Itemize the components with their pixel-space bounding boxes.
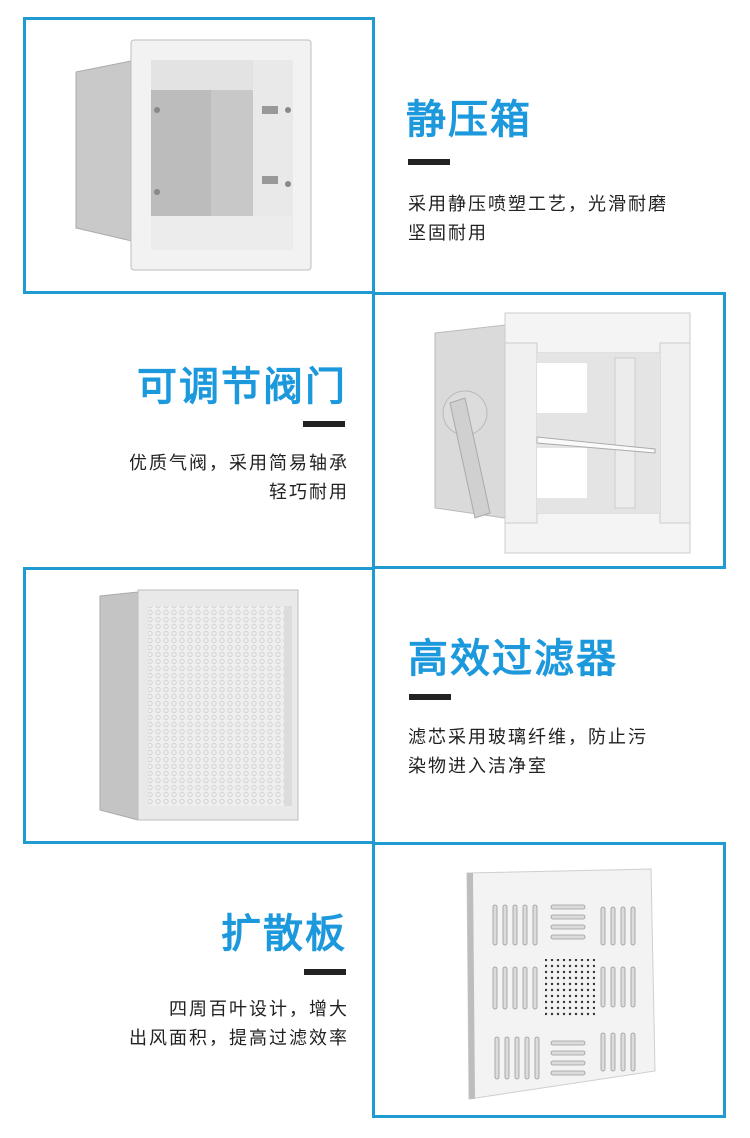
desc-line: 轻巧耐用 (269, 482, 349, 503)
adjustable-damper-valve-image (434, 312, 691, 554)
section-title-hepa-filter: 高效过滤器 (408, 636, 618, 682)
desc-line: 出风面积，提高过滤效率 (129, 1028, 349, 1049)
section-title-static-pressure-box: 静压箱 (406, 97, 532, 143)
image-frame-diffuser-plate (372, 842, 726, 1118)
desc-line: 滤芯采用玻璃纤维，防止污 (408, 727, 648, 748)
desc-line: 四周百叶设计，增大 (169, 999, 349, 1020)
desc-line: 采用静压喷塑工艺，光滑耐磨 (408, 194, 668, 215)
title-underline-bar (303, 421, 345, 427)
image-frame-adjustable-damper (372, 292, 726, 569)
desc-line: 坚固耐用 (408, 223, 488, 244)
section-title-diffuser-plate: 扩散板 (221, 911, 347, 957)
hepa-filter-image (99, 589, 299, 821)
image-frame-static-pressure-box (23, 17, 375, 294)
title-underline-bar (304, 969, 346, 975)
diffuser-plate-image (466, 868, 656, 1100)
image-frame-hepa-filter (23, 567, 375, 844)
section-title-adjustable-damper: 可调节阀门 (137, 364, 347, 410)
desc-line: 优质气阀，采用简易轴承 (129, 453, 349, 474)
desc-line: 染物进入洁净室 (408, 756, 548, 777)
title-underline-bar (408, 159, 450, 165)
title-underline-bar (409, 694, 451, 700)
static-pressure-box-image (75, 39, 312, 271)
